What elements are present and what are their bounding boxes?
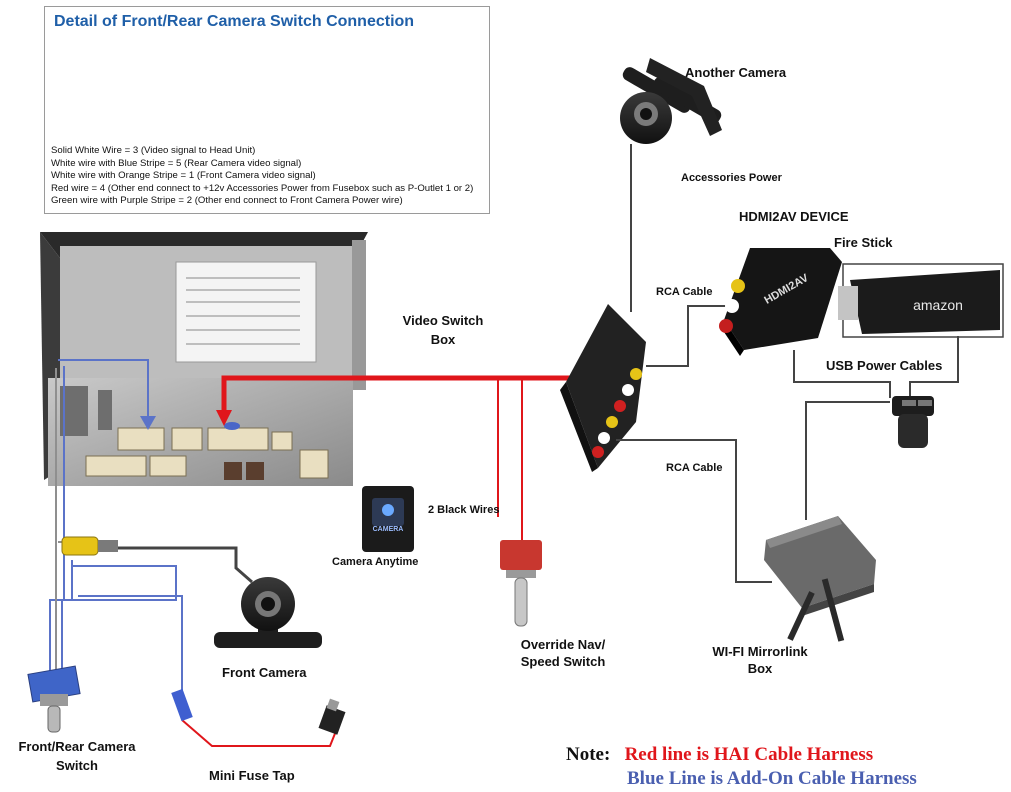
camera-button-text: CAMERA bbox=[372, 526, 404, 533]
hai-cable-harness bbox=[221, 375, 578, 540]
label-two-black-wires: 2 Black Wires bbox=[428, 504, 500, 516]
label-front-rear-line2: Switch bbox=[56, 758, 98, 773]
label-video-switch-box-line2: Box bbox=[430, 332, 456, 347]
detail-note: Green wire with Purple Stripe = 2 (Other… bbox=[51, 195, 403, 207]
label-rca-cable-top: RCA Cable bbox=[656, 286, 713, 298]
override-toggle-switch bbox=[500, 540, 542, 627]
label-mini-fuse-tap: Mini Fuse Tap bbox=[209, 768, 295, 783]
video-switch-box bbox=[560, 304, 646, 472]
blue-arrow-head bbox=[140, 416, 156, 430]
label-camera-anytime: Camera Anytime bbox=[332, 556, 419, 568]
head-unit bbox=[40, 232, 368, 486]
addon-cable-harness bbox=[49, 359, 183, 692]
note-red-line: Red line is HAI Cable Harness bbox=[624, 744, 874, 765]
front-camera-cable bbox=[118, 546, 253, 584]
label-wifi-line1: WI-FI Mirrorlink bbox=[712, 644, 808, 659]
blue-butt-connector bbox=[171, 688, 193, 722]
camera-anytime-button bbox=[362, 486, 414, 552]
detail-title: Detail of Front/Rear Camera Switch Conne… bbox=[54, 13, 415, 30]
amazon-logo: amazon bbox=[913, 297, 963, 313]
label-usb-power-cables: USB Power Cables bbox=[826, 358, 943, 373]
detail-note: Solid White Wire = 3 (Video signal to He… bbox=[51, 145, 256, 156]
label-override-line1: Override Nav/ bbox=[520, 637, 606, 652]
detail-note: White wire with Orange Stripe = 1 (Front… bbox=[51, 170, 316, 182]
label-wifi-line2: Box bbox=[747, 661, 773, 676]
label-front-rear-line1: Front/Rear Camera bbox=[18, 739, 136, 754]
rca-cable-top bbox=[646, 305, 728, 367]
label-another-camera: Another Camera bbox=[685, 65, 787, 80]
detail-notes: Solid White Wire = 3 (Video signal to He… bbox=[51, 145, 473, 208]
label-override-switch: Override Nav/ Speed Switch bbox=[508, 636, 618, 670]
label-accessories-power: Accessories Power bbox=[681, 172, 782, 184]
label-override-line2: Speed Switch bbox=[520, 654, 606, 669]
label-wifi-mirrorlink-box: WI-FI Mirrorlink Box bbox=[700, 643, 820, 677]
front-rear-camera-switch bbox=[27, 665, 81, 733]
camera-switch-detail-box: Detail of Front/Rear Camera Switch Conne… bbox=[44, 6, 490, 214]
fire-stick: amazon bbox=[838, 263, 1004, 338]
another-camera bbox=[620, 58, 722, 144]
note-prefix: Note: bbox=[566, 744, 611, 765]
label-front-camera: Front Camera bbox=[222, 665, 307, 680]
label-video-switch-box-line1: Video Switch bbox=[402, 313, 484, 328]
label-front-rear-camera-switch: Front/Rear Camera Switch bbox=[6, 738, 148, 774]
detail-note: Red wire = 4 (Other end connect to +12v … bbox=[51, 182, 474, 194]
note-blue-line: Blue Line is Add-On Cable Harness bbox=[627, 768, 917, 789]
label-fire-stick: Fire Stick bbox=[834, 235, 893, 250]
usb-car-adapter bbox=[892, 396, 934, 448]
hdmi2av-device: HDMI2AV bbox=[719, 248, 842, 356]
detail-note: White wire with Blue Stripe = 5 (Rear Ca… bbox=[51, 157, 302, 169]
rca-yellow-connector bbox=[61, 536, 118, 556]
legend-note: Note: Red line is HAI Cable Harness Blue… bbox=[566, 743, 917, 791]
rca-cable-bottom bbox=[616, 439, 772, 583]
fuse-tap-wire bbox=[181, 719, 339, 747]
mini-fuse-tap bbox=[318, 698, 346, 735]
wifi-mirrorlink-box bbox=[764, 516, 876, 642]
label-hdmi2av-device: HDMI2AV DEVICE bbox=[739, 209, 849, 224]
label-video-switch-box: Video Switch Box bbox=[402, 312, 484, 348]
label-rca-cable-bottom: RCA Cable bbox=[666, 462, 723, 474]
usb-power-cables bbox=[793, 336, 959, 520]
red-arrow-head bbox=[216, 410, 232, 426]
front-camera bbox=[214, 577, 322, 648]
